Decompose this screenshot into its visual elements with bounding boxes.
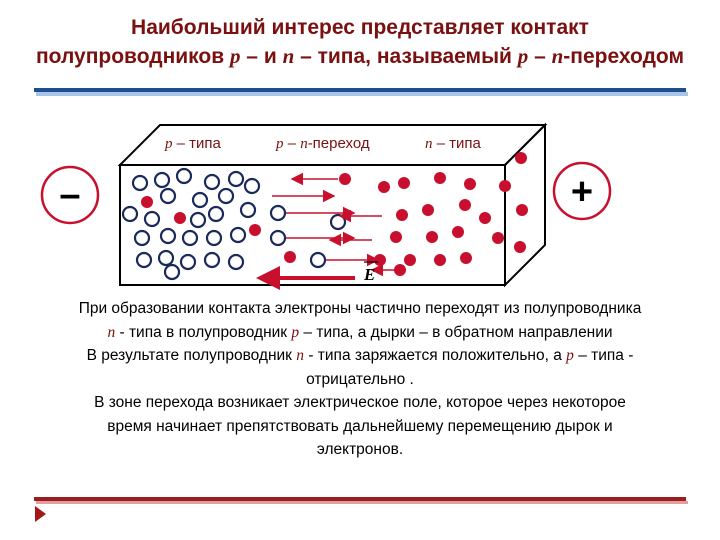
- title-text: – типа, называемый: [294, 45, 518, 68]
- minus-sign: –: [59, 174, 80, 216]
- text-fragment: – типа, а дырки – в обратном направлении: [299, 323, 613, 341]
- var-n: n: [296, 347, 305, 364]
- title-text: -переходом: [563, 45, 685, 68]
- footer-rule-shadow: [36, 501, 688, 504]
- negative-terminal: –: [40, 165, 100, 225]
- text-line-5: В зоне перехода возникает электрическое …: [94, 394, 626, 411]
- label-junction: p – n-переход: [275, 135, 370, 152]
- title-line-1: Наибольший интерес представляет контакт: [131, 16, 589, 39]
- title-text: полупроводников: [35, 45, 230, 68]
- title-var-n: n: [551, 44, 564, 68]
- text-line-7: электронов.: [316, 441, 404, 458]
- var-n: n: [107, 323, 116, 341]
- title-var-n: n: [282, 44, 295, 68]
- text-fragment: – типа -: [573, 347, 634, 364]
- text-fragment: В результате полупроводник: [86, 347, 297, 364]
- pn-junction-diagram: p – типа p – n-переход n – типа – +: [40, 122, 612, 290]
- title-rule-shadow: [36, 92, 688, 96]
- next-slide-arrow-icon[interactable]: [35, 506, 46, 522]
- var-p: p: [291, 323, 300, 341]
- crystal-block: [117, 122, 548, 288]
- text-line-1: При образовании контакта электроны части…: [78, 300, 642, 317]
- text-line-2: n - типа в полупроводник p – типа, а дыр…: [0, 321, 720, 345]
- title-text: –: [528, 45, 552, 68]
- slide-title: Наибольший интерес представляет контакт …: [0, 14, 720, 71]
- var-p: p: [566, 347, 574, 364]
- field-label: E: [363, 265, 375, 284]
- title-line-2: полупроводников p – и n – типа, называем…: [0, 42, 720, 71]
- explanation-text: При образовании контакта электроны части…: [0, 297, 720, 462]
- plus-sign: +: [571, 171, 593, 213]
- positive-terminal: +: [552, 161, 612, 221]
- title-text: – и: [240, 45, 283, 68]
- text-fragment: - типа заряжается положительно, а: [304, 347, 567, 364]
- electrons-n-region: [141, 152, 528, 276]
- text-fragment: - типа в полупроводник: [115, 323, 292, 341]
- label-p-type: p – типа: [164, 135, 222, 152]
- title-var-p: p: [229, 44, 241, 68]
- label-n-type: n – типа: [425, 135, 482, 152]
- block-side-face: [504, 122, 546, 288]
- title-rule: [34, 88, 686, 92]
- carrier-arrows: [272, 172, 398, 277]
- text-line-6: время начинает препятствовать дальнейшем…: [107, 417, 613, 435]
- title-var-p: p: [517, 44, 529, 68]
- text-line-3: В результате полупроводник n - типа заря…: [0, 344, 720, 368]
- holes-p-region: [121, 167, 347, 281]
- text-line-4: отрицательно .: [306, 370, 414, 388]
- field-arrow: E: [256, 261, 378, 290]
- footer-rule: [34, 497, 686, 501]
